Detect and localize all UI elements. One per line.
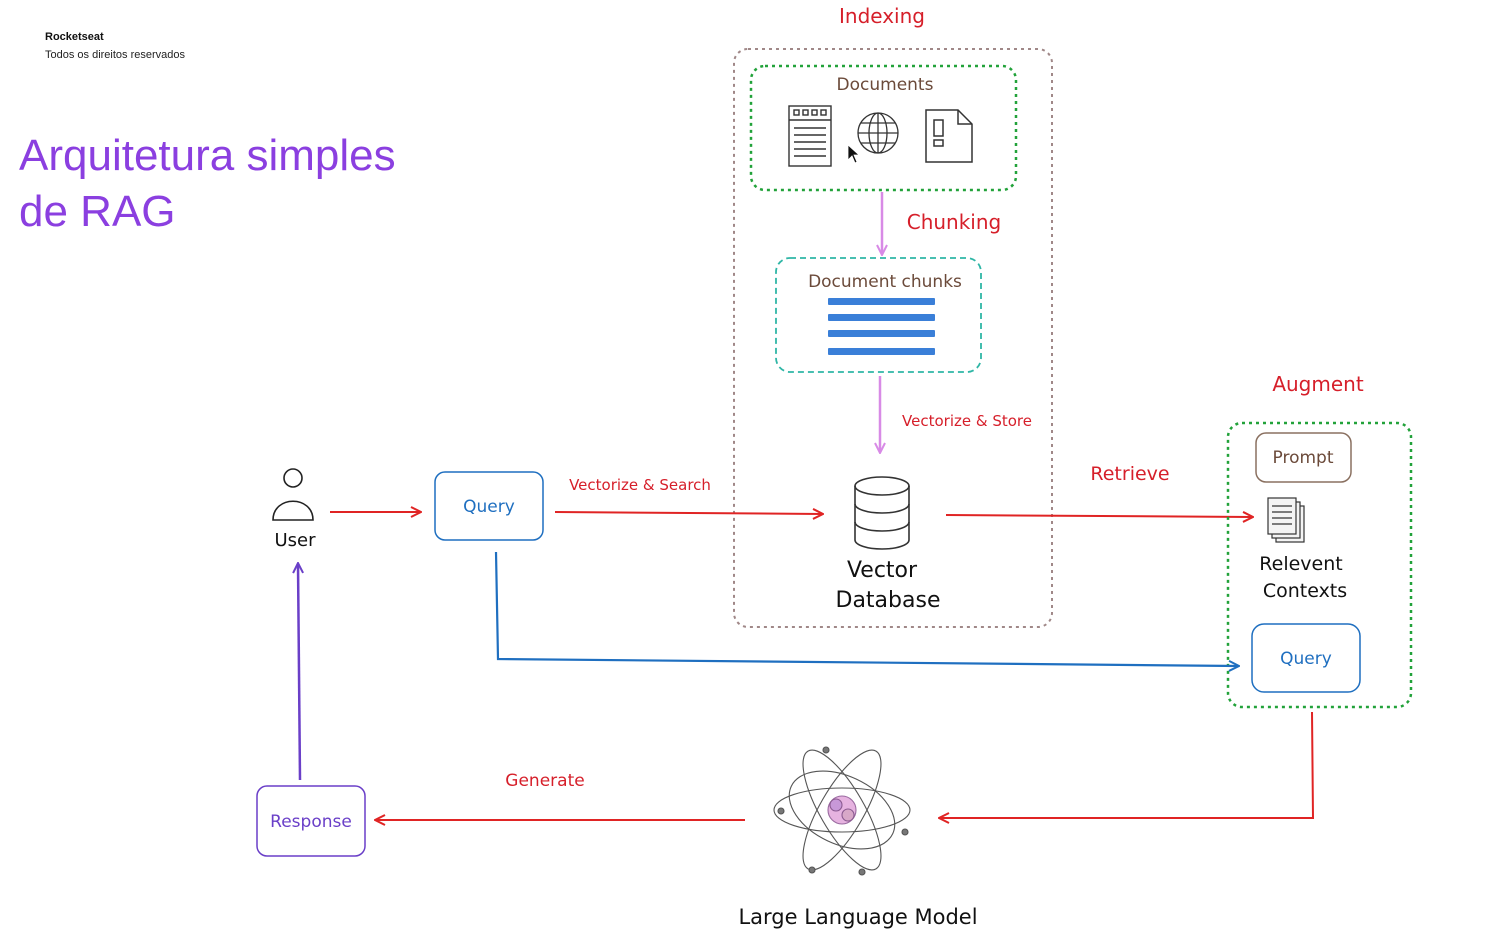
page-title-line1: Arquitetura simples [19,131,396,180]
chunk-bar [828,298,935,305]
augment-query-box [1251,623,1361,693]
database-icon [854,476,910,550]
response-label: Response [270,812,352,832]
augment-box [1226,421,1413,709]
user-icon [272,468,314,521]
brand-block: Rocketseat Todos os direitos reservados [45,31,185,61]
augment-label: Augment [1272,372,1364,396]
brand-rights: Todos os direitos reservados [45,49,186,61]
chunk-bars [828,298,935,355]
relevant-contexts-line2: Contexts [1263,580,1347,602]
retrieve-arrow [945,515,1252,517]
query-passthrough-arrow [494,551,1238,666]
prompt-box [1255,432,1352,483]
user-label: User [274,530,316,551]
text-document-icon [788,105,832,167]
document-chunks-box [775,257,982,373]
file-icon [925,109,973,163]
chunking-label: Chunking [907,210,1002,234]
chunk-bar [828,330,935,337]
augment-query-label: Query [1280,649,1332,669]
query-label: Query [463,497,515,517]
prompt-label: Prompt [1273,448,1334,468]
chunk-bar [828,348,935,355]
vector-db-label-line1: Vector [847,558,918,583]
atom-icon [773,746,911,876]
relevant-contexts-line1: Relevent [1259,553,1342,575]
vectorize-search-label: Vectorize & Search [569,476,711,494]
llm-label: Large Language Model [738,905,977,929]
document-chunks-label: Document chunks [808,272,962,292]
brand-name: Rocketseat [45,31,104,43]
relevant-contexts-icon [1267,497,1305,543]
indexing-container [733,48,1053,628]
cursor-icon [847,144,861,164]
globe-icon [857,112,899,154]
augment-to-llm-arrow [940,711,1315,818]
documents-label: Documents [837,75,934,95]
generate-label: Generate [505,771,584,791]
retrieve-label: Retrieve [1090,463,1169,485]
query-box [434,471,544,541]
page-title-line2: de RAG [19,187,176,236]
response-to-user-arrow [298,564,300,781]
page-title: Arquitetura simples de RAG [19,128,479,240]
response-box [256,785,366,857]
vector-db-label-line2: Database [836,588,941,613]
vectorize-store-label: Vectorize & Store [902,412,1032,430]
vectorize-search-arrow [554,512,822,514]
indexing-label: Indexing [839,4,925,28]
chunk-bar [828,314,935,321]
